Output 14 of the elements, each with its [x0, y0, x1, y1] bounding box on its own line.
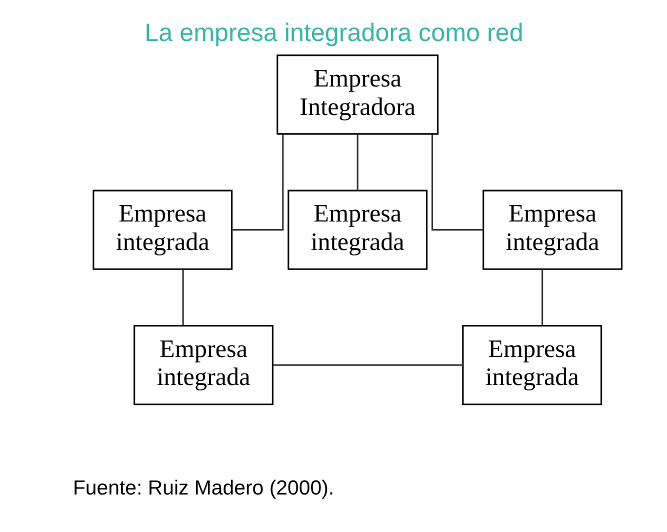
caption: Fuente: Ruiz Madero (2000). — [72, 478, 334, 500]
connector — [356, 134, 358, 190]
node-box: Empresa integrada — [287, 190, 428, 270]
connector — [231, 134, 284, 231]
connector — [182, 270, 184, 326]
connector — [541, 270, 543, 326]
node-box: Empresa integrada — [92, 190, 232, 270]
node-box: Empresa Integradora — [276, 54, 438, 135]
node-box: Empresa integrada — [462, 324, 602, 406]
connector — [430, 134, 483, 231]
connector — [272, 364, 462, 366]
diagram-title: La empresa integradora como red — [144, 18, 523, 47]
node-box: Empresa integrada — [133, 324, 273, 406]
node-box: Empresa integrada — [482, 190, 622, 270]
